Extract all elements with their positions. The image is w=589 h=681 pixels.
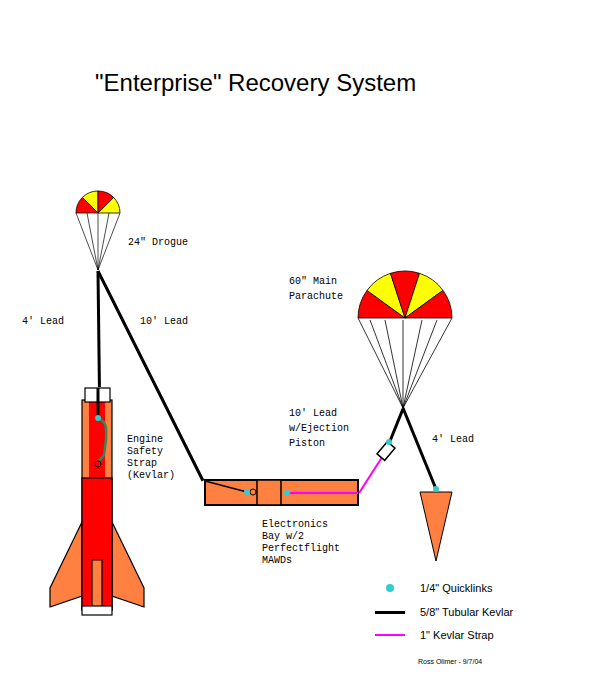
- lead-segment: [386, 409, 403, 451]
- lead-label: 10' Lead: [140, 316, 188, 328]
- lead-line: [359, 409, 403, 493]
- electronics-bay: [205, 480, 358, 505]
- rocket-booster: Engine Safety Strap (Kevlar): [48, 387, 187, 615]
- part-label: Electronics Bay w/2 Perfectflight MAWDs: [262, 519, 346, 567]
- legend-text: 5/8" Tubular Kevlar: [420, 605, 513, 619]
- title: "Enterprise" Recovery System: [95, 68, 416, 98]
- drogue-parachute: 24" Drogue: [74, 189, 204, 271]
- quicklinks: [95, 415, 439, 496]
- part-label: Engine Safety Strap (Kevlar): [127, 434, 183, 482]
- line-swatch: [375, 634, 405, 636]
- legend-text: 1" Kevlar Strap: [420, 628, 494, 642]
- main-parachute: [358, 271, 452, 408]
- legend-row: 1" Kevlar Strap: [370, 627, 580, 643]
- lead-label: 4' Lead: [22, 316, 64, 328]
- kevlar-strap: [287, 492, 358, 494]
- legend-row: 1/4" Quicklinks: [370, 580, 580, 596]
- main-parachute: 60" Main Parachute: [286, 268, 454, 409]
- lead-segment: [98, 271, 99, 387]
- lead-label: 4' Lead: [432, 434, 474, 446]
- drogue-parachute: [76, 191, 120, 270]
- legend-row: 5/8" Tubular Kevlar: [370, 604, 580, 620]
- legend-text: 1/4" Quicklinks: [420, 581, 492, 595]
- nose-cone: [403, 408, 452, 561]
- part-label: 60" Main Parachute: [289, 274, 355, 304]
- part-label: 24" Drogue: [128, 237, 188, 249]
- lead-line: [98, 271, 99, 387]
- quicklink-swatch: [386, 584, 394, 592]
- lead-label: 10' Lead w/Ejection Piston: [289, 406, 355, 451]
- author-signature: Ross Olimer - 9/7/04: [418, 657, 482, 666]
- rocket-body: [50, 388, 144, 615]
- electronics-bay: Electronics Bay w/2 Perfectflight MAWDs: [203, 478, 359, 571]
- ejection-piston: [377, 442, 395, 461]
- line-swatch: [375, 611, 405, 614]
